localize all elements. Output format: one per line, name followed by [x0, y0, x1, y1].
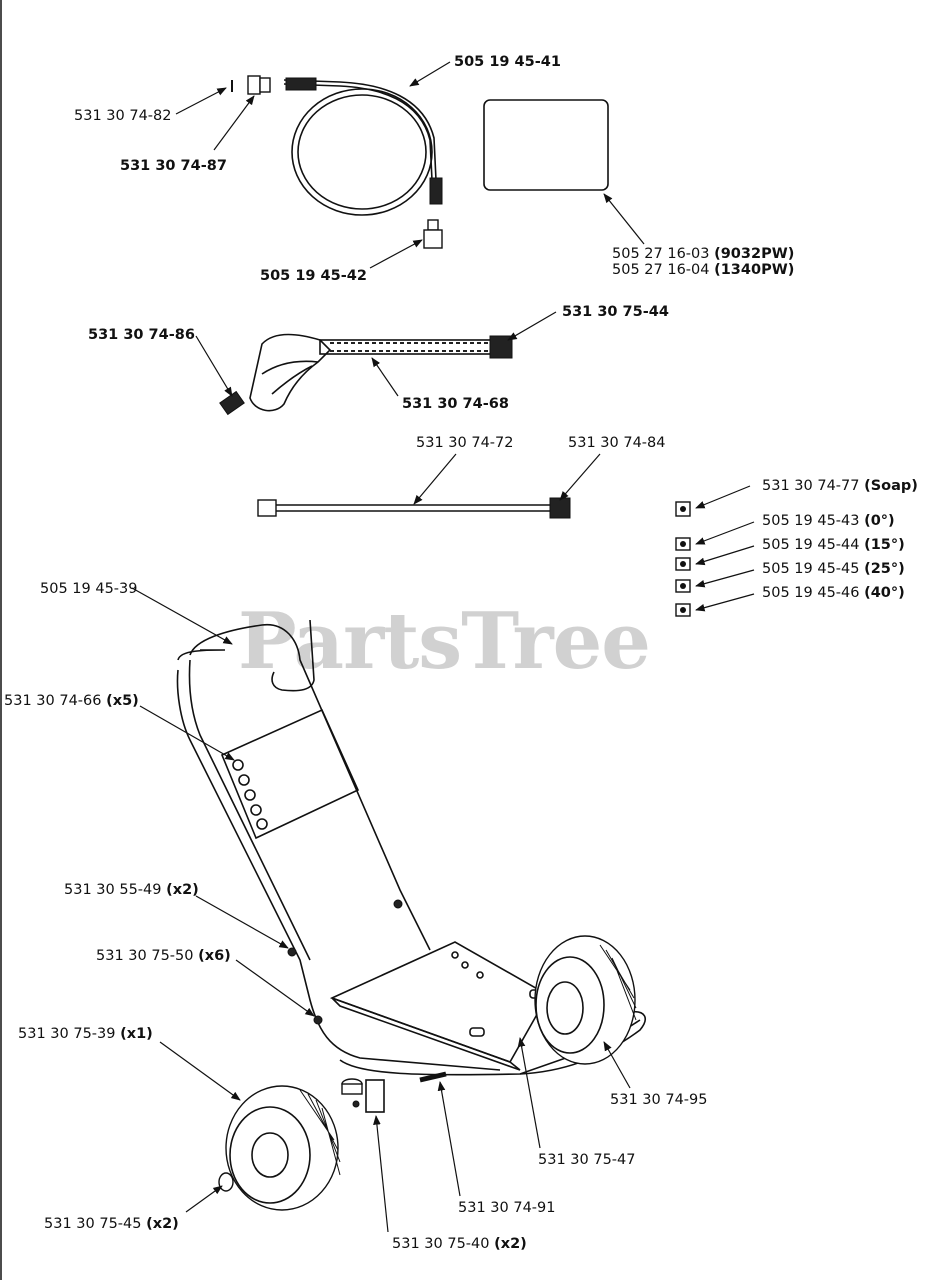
- label-505-19-45-44: 505 19 45-44 (15°): [762, 537, 905, 553]
- label-505-19-45-43: 505 19 45-43 (0°): [762, 513, 895, 529]
- spray-lance: [257, 497, 571, 519]
- leader-lines: [131, 61, 755, 1233]
- high-pressure-hose: [283, 77, 443, 216]
- nozzle-soap: [675, 501, 691, 517]
- cart-frame: [176, 619, 646, 1076]
- label-531-30-74-72: 531 30 74-72: [416, 435, 513, 451]
- nozzle-15deg: [675, 557, 691, 571]
- label-531-30-74-84: 531 30 74-84: [568, 435, 665, 451]
- label-531-30-75-47: 531 30 75-47: [538, 1152, 635, 1168]
- spray-gun: [249, 333, 513, 412]
- hub-cap: [218, 1172, 234, 1192]
- base-deck: [329, 941, 550, 1071]
- gun-swivel-fitting: [219, 390, 245, 416]
- label-531-30-75-40: 531 30 75-40 (x2): [392, 1236, 527, 1252]
- label-531-30-74-91: 531 30 74-91: [458, 1200, 555, 1216]
- label-505-27-16-03: 505 27 16-03 (9032PW): [612, 246, 794, 262]
- label-531-30-74-82: 531 30 74-82: [74, 108, 171, 124]
- label-505-19-45-41: 505 19 45-41: [454, 54, 561, 70]
- nozzle-25deg: [675, 579, 691, 593]
- label-505-19-45-45: 505 19 45-45 (25°): [762, 561, 905, 577]
- label-531-30-74-77: 531 30 74-77 (Soap): [762, 478, 918, 494]
- wheel-right: [534, 935, 637, 1065]
- decal-sheet: [483, 99, 609, 191]
- label-505-19-45-42: 505 19 45-42: [260, 268, 367, 284]
- label-531-30-74-68: 531 30 74-68: [402, 396, 509, 412]
- wheel-left: [225, 1085, 341, 1211]
- axle-pin: [419, 1071, 447, 1083]
- nozzle-40deg: [675, 603, 691, 617]
- label-531-30-74-66: 531 30 74-66 (x5): [4, 693, 139, 709]
- frame-bolt: [287, 899, 403, 1025]
- label-505-19-45-46: 505 19 45-46 (40°): [762, 585, 905, 601]
- label-531-30-75-45: 531 30 75-45 (x2): [44, 1216, 179, 1232]
- label-531-30-75-50: 531 30 75-50 (x6): [96, 948, 231, 964]
- label-531-30-74-95: 531 30 74-95: [610, 1092, 707, 1108]
- nozzle-0deg: [675, 537, 691, 551]
- rubber-foot: [341, 1078, 385, 1113]
- watermark-text: PartsTree: [238, 596, 650, 687]
- label-531-30-75-44: 531 30 75-44: [562, 304, 669, 320]
- label-531-30-55-49: 531 30 55-49 (x2): [64, 882, 199, 898]
- quick-coupler: [247, 75, 271, 95]
- label-505-27-16-04: 505 27 16-04 (1340PW): [612, 262, 794, 278]
- nozzle-holder-plate: [220, 708, 360, 840]
- hose-fitting: [423, 219, 443, 249]
- label-531-30-74-87: 531 30 74-87: [120, 158, 227, 174]
- label-531-30-74-86: 531 30 74-86: [88, 327, 195, 343]
- label-505-19-45-39: 505 19 45-39: [40, 581, 137, 597]
- label-531-30-75-39: 531 30 75-39 (x1): [18, 1026, 153, 1042]
